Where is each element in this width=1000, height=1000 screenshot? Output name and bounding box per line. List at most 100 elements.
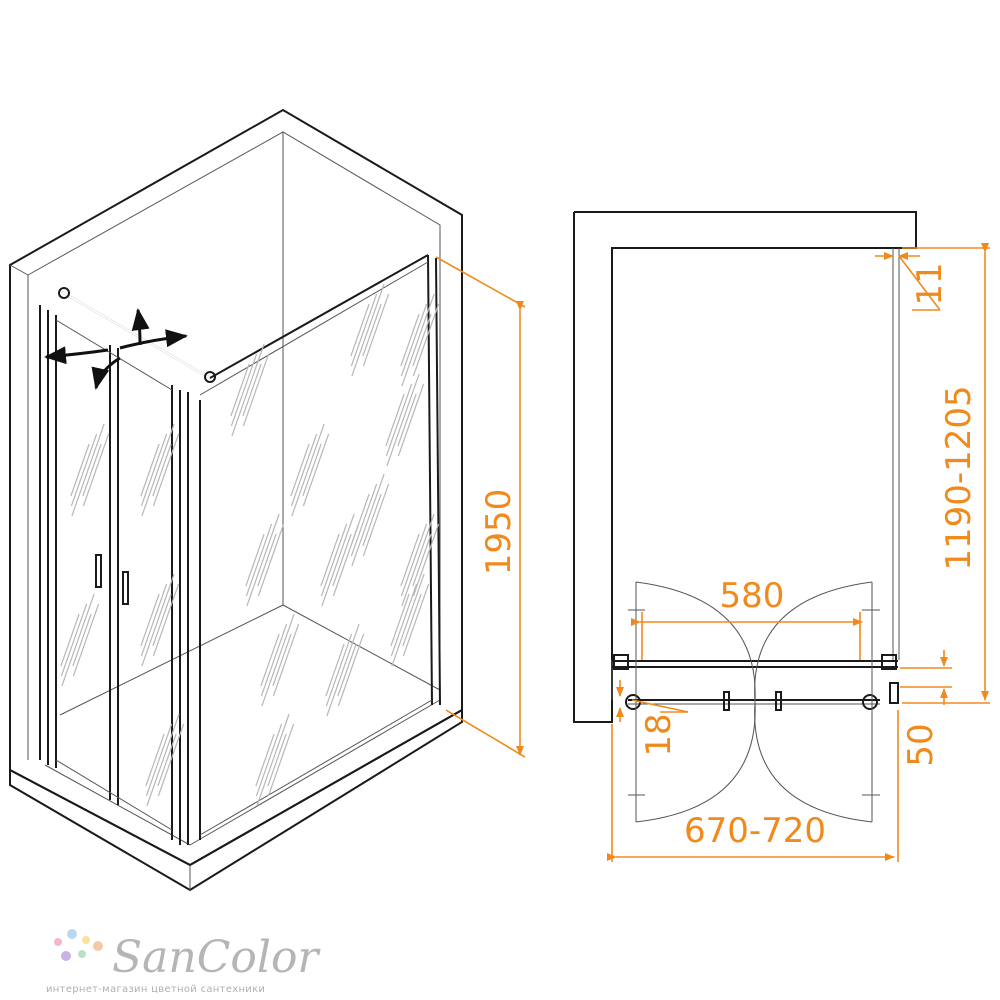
logo-dot (61, 951, 71, 961)
glass-hatch-stroke (400, 533, 420, 587)
arrow-right-icon (119, 329, 188, 350)
glass-hatch-stroke (386, 373, 420, 467)
logo-dot (54, 938, 62, 946)
door-swing-arcs (628, 581, 880, 823)
glass-hatch-stroke (362, 493, 382, 547)
glass-hatch-stroke (60, 613, 80, 667)
glass-hatch-stroke (402, 583, 430, 657)
glass-hatch-stroke (326, 623, 360, 717)
glass-hatch-stroke (255, 723, 283, 797)
profile-width-label: 50 (901, 723, 941, 766)
glass-hatch-stroke (255, 733, 275, 787)
glass-hatch-stroke (320, 533, 340, 587)
glass-hatch-stroke (141, 573, 175, 667)
side-panel-frame (199, 254, 441, 840)
brand-tagline: интернет-магазин цветной сантехники (46, 984, 265, 995)
brand-name: SanColor (112, 932, 321, 983)
arrow-down-icon (91, 356, 121, 390)
glass-hatch-stroke (82, 443, 102, 497)
glass-hatch-stroke (256, 713, 290, 807)
glass-hatch-stroke (242, 353, 270, 427)
glass-hatch-stroke (350, 483, 378, 557)
top-rod (58, 287, 216, 383)
height-dimension: 1950 (435, 256, 526, 758)
front-profiles (39, 305, 189, 845)
glass-hatch-stroke (145, 723, 173, 797)
glass-hatch-stroke (397, 383, 425, 457)
arrow-up-icon (131, 308, 150, 346)
plan-view: 11 1190-1205 580 50 (573, 211, 990, 862)
glass-hatch-stroke (82, 433, 110, 507)
glass-hatch-stroke (242, 363, 262, 417)
glass-hatch-stroke (400, 523, 428, 597)
height-dimension-label: 1950 (479, 489, 519, 576)
glass-hatch-stroke (325, 633, 353, 707)
glass-hatch-stroke (362, 303, 382, 357)
glass-hatch-stroke (140, 583, 168, 657)
glass-hatch-stroke (246, 513, 280, 607)
profile-depth-dimension: 18 (616, 680, 689, 757)
room-walls (9, 108, 463, 892)
glass-hatch-stroke (140, 443, 160, 497)
glass-hatch-stroke (350, 493, 370, 547)
glass-hatch-stroke (152, 583, 180, 657)
glass-hatch-stroke (401, 293, 435, 387)
glass-reflection-hatch (60, 283, 440, 807)
arrow-left-icon (44, 346, 109, 365)
left-door-handle (95, 554, 102, 588)
logo-dot (67, 929, 77, 939)
glass-hatch-stroke (412, 533, 432, 587)
glass-hatch-stroke (362, 483, 390, 557)
glass-hatch-stroke (397, 393, 417, 447)
glass-hatch-stroke (230, 363, 250, 417)
glass-hatch-stroke (390, 593, 410, 647)
glass-hatch-stroke (412, 313, 432, 367)
glass-hatch-stroke (257, 523, 285, 597)
glass-hatch-stroke (290, 433, 318, 507)
glass-hatch-stroke (261, 613, 295, 707)
glass-hatch-stroke (71, 423, 105, 517)
side-length-label: 1190-1205 (939, 385, 979, 570)
glass-hatch-stroke (257, 533, 277, 587)
glass-hatch-stroke (321, 513, 355, 607)
glass-hatch-stroke (157, 723, 185, 797)
glass-hatch-stroke (141, 423, 175, 517)
glass-hatch-stroke (337, 643, 357, 697)
glass-hatch-stroke (412, 523, 440, 597)
plan-frame (612, 654, 899, 711)
glass-hatch-stroke (245, 533, 265, 587)
glass-hatch-stroke (152, 433, 180, 507)
logo-dot (78, 950, 86, 958)
profile-width-dimension: 50 (900, 650, 952, 767)
glass-hatch-stroke (401, 513, 435, 607)
front-width-dimension: 670-720 (607, 710, 899, 862)
glass-hatch-stroke (145, 733, 165, 787)
glass-hatch-stroke (332, 533, 352, 587)
glass-hatch-stroke (245, 523, 273, 597)
swing-arrows (44, 308, 188, 390)
glass-hatch-stroke (61, 593, 95, 687)
glass-hatch-stroke (290, 443, 310, 497)
glass-hatch-stroke (72, 613, 92, 667)
logo-dot (82, 936, 90, 944)
door-width-label: 580 (720, 576, 785, 616)
glass-hatch-stroke (325, 643, 345, 697)
glass-hatch-stroke (272, 633, 292, 687)
glass-hatch-stroke (260, 633, 280, 687)
door-width-dimension: 580 (631, 576, 863, 660)
glass-hatch-stroke (140, 593, 160, 647)
front-width-label: 670-720 (684, 811, 826, 851)
double-door (55, 319, 173, 831)
glass-hatch-stroke (402, 593, 422, 647)
glass-hatch-stroke (157, 733, 177, 787)
glass-hatch-stroke (385, 393, 405, 447)
glass-hatch-stroke (72, 603, 100, 677)
glass-hatch-stroke (302, 443, 322, 497)
glass-hatch-stroke (412, 303, 440, 377)
glass-hatch-stroke (350, 303, 370, 357)
glass-hatch-stroke (302, 433, 330, 507)
glass-hatch-stroke (390, 583, 418, 657)
glass-hatch-stroke (351, 283, 385, 377)
glass-hatch-stroke (140, 433, 168, 507)
wall-gap-dimension: 11 (875, 252, 950, 311)
